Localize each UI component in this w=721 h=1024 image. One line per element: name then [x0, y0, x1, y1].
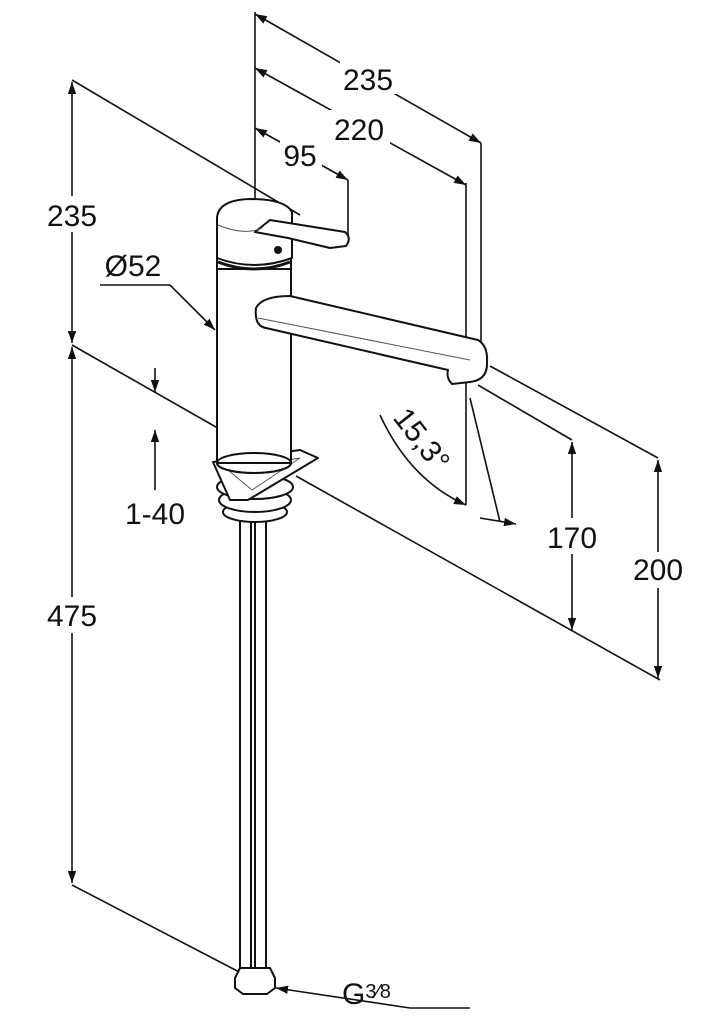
hose-left [239, 519, 252, 971]
dim-deck-thickness: 1-40 [125, 498, 185, 531]
labels: 235 220 95 235 Ø52 1-40 475 15,3° 170 20… [40, 60, 690, 1011]
dim-overall-reach: 235 [343, 64, 393, 97]
dim-height-above-deck: 235 [47, 200, 97, 233]
dim-swivel-angle: 15,3° [386, 402, 455, 478]
dim-spout-reach: 220 [334, 114, 384, 147]
dim-spout-height: 200 [633, 554, 683, 587]
faucet [212, 198, 489, 995]
hose-connector-nut [234, 967, 276, 995]
hose-right [254, 519, 267, 971]
lever [254, 219, 350, 249]
dim-lever-reach: 95 [283, 140, 316, 173]
dim-total-length: 475 [47, 600, 97, 633]
faucet-body [216, 254, 292, 464]
dim-outlet-height: 170 [547, 522, 597, 555]
indicator-dot [274, 246, 282, 254]
dim-diameter: Ø52 [105, 250, 162, 283]
dim-thread: G3⁄8 [342, 978, 391, 1011]
